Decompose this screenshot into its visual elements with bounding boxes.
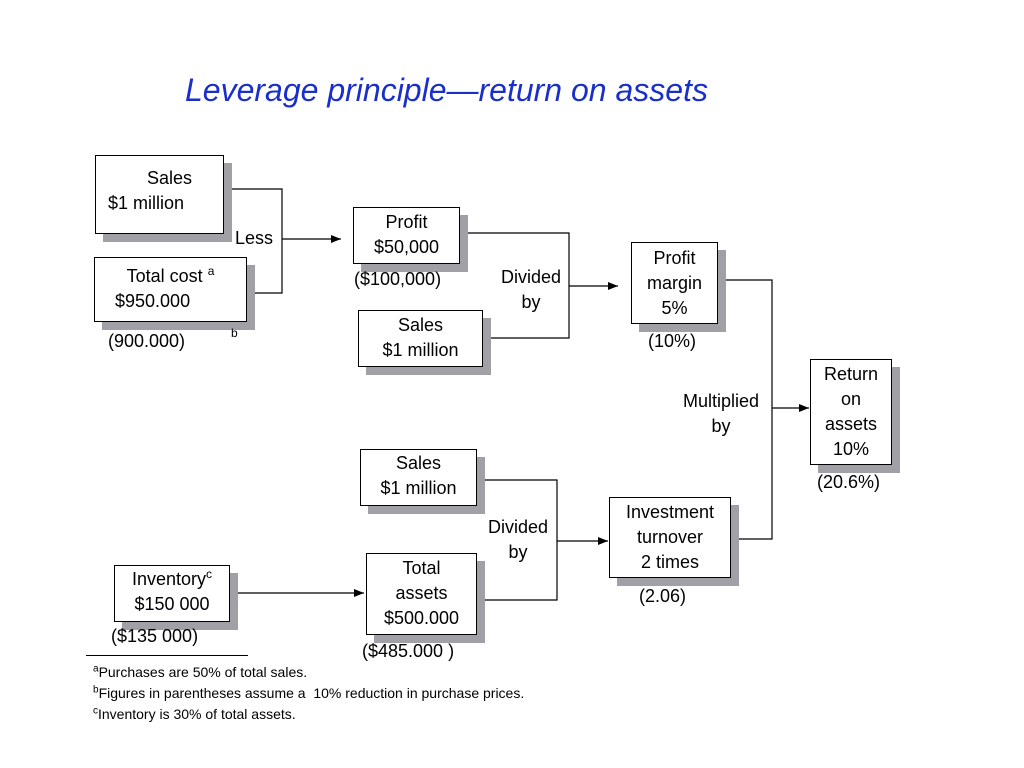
total-assets-label-2: assets [395, 583, 448, 603]
sales-box-1-value: $1 million [108, 193, 185, 213]
divided-by-2-line-2: by [508, 542, 528, 562]
footnote-b: bFigures in parentheses assume a 10% red… [93, 685, 524, 701]
multiplied-by-label: Multiplied by [672, 389, 770, 439]
sales-box-2-value: $1 million [382, 340, 459, 360]
total-cost-value: $950.000 [115, 291, 191, 311]
sales-box-2: Sales $1 million [358, 310, 483, 367]
return-on-assets-value: 10% [832, 439, 870, 459]
profit-margin-label-2: margin [646, 273, 703, 293]
inventory-footnote-mark: c [206, 567, 213, 581]
inventory-alt-value: ($135 000) [111, 626, 199, 646]
total-cost-footnote-mark: a [207, 264, 215, 278]
total-assets-value: $500.000 [383, 608, 460, 628]
divided-by-1-line-1: Divided [500, 267, 562, 287]
profit-margin-alt-value: (10%) [648, 331, 697, 351]
less-label: Less [235, 228, 274, 248]
multiplied-bracket [717, 279, 773, 540]
investment-turnover-label-1: Investment [625, 502, 715, 522]
return-alt-value: (20.6%) [817, 472, 881, 492]
sales-box-3-label: Sales [395, 453, 442, 473]
total-assets-label-1: Total [402, 558, 441, 578]
footnote-a-mark: a [93, 663, 99, 675]
investment-turnover-box: Investment turnover 2 times [609, 497, 731, 578]
profit-alt-value: ($100,000) [354, 269, 442, 289]
profit-value: $50,000 [373, 237, 440, 257]
multiplied-by-line-2: by [711, 416, 731, 436]
investment-turnover-label-2: turnover [636, 527, 704, 547]
footnote-c-mark: c [93, 705, 98, 717]
divided-by-2-line-1: Divided [487, 517, 549, 537]
total-cost-alt-value: (900.000) [108, 331, 186, 351]
divided-bracket-2 [476, 479, 558, 601]
profit-margin-box: Profit margin 5% [631, 242, 718, 324]
footnote-c: cInventory is 30% of total assets. [93, 706, 296, 722]
total-cost-alt-footnote-mark: b [231, 326, 238, 340]
return-on-assets-label-1: Return [823, 364, 879, 384]
footnote-divider [86, 655, 248, 656]
inventory-label-line: Inventoryc [115, 567, 229, 592]
profit-margin-value: 5% [661, 298, 688, 318]
footnote-a-text: Purchases are 50% of total sales. [98, 664, 308, 680]
profit-margin-label-1: Profit [653, 248, 696, 268]
footnote-b-mark: b [93, 684, 99, 696]
total-assets-alt-value: ($485.000 ) [362, 641, 455, 661]
title-part-1: Leverage principle [185, 72, 447, 108]
profit-label: Profit [385, 212, 428, 232]
profit-box: Profit $50,000 [353, 207, 460, 264]
page-title: Leverage principle—return on assets [185, 72, 885, 109]
divided-by-label-2: Divided by [480, 515, 556, 565]
total-assets-box: Total assets $500.000 [366, 553, 477, 635]
total-cost-label-line: Total cost a [95, 264, 246, 289]
total-cost-box: Total cost a $950.000 [94, 257, 247, 322]
sales-box-2-label: Sales [397, 315, 444, 335]
inventory-label: Inventory [131, 569, 207, 589]
multiplied-by-line-1: Multiplied [682, 391, 760, 411]
divided-by-1-line-2: by [521, 292, 541, 312]
footnote-a: aPurchases are 50% of total sales. [93, 664, 307, 680]
footnote-b-text: Figures in parentheses assume a 10% redu… [98, 685, 525, 701]
sales-box-3-value: $1 million [380, 478, 457, 498]
divided-by-label-1: Divided by [494, 265, 568, 315]
turnover-alt-value: (2.06) [639, 586, 687, 606]
investment-turnover-value: 2 times [640, 552, 700, 572]
title-part-2: return on assets [478, 72, 708, 108]
total-cost-label: Total cost [126, 266, 203, 286]
title-dash: — [446, 72, 479, 108]
return-on-assets-box: Return on assets 10% [810, 359, 892, 465]
return-on-assets-label-2: on [840, 389, 862, 409]
footnote-c-text: Inventory is 30% of total assets. [98, 706, 296, 722]
sales-box-3: Sales $1 million [360, 449, 477, 506]
sales-box-1: Sales $1 million [95, 155, 224, 234]
inventory-value: $150 000 [134, 594, 210, 614]
inventory-box: Inventoryc $150 000 [114, 565, 230, 622]
sales-box-1-label: Sales [146, 168, 193, 188]
return-on-assets-label-3: assets [824, 414, 878, 434]
less-bracket [222, 188, 283, 294]
